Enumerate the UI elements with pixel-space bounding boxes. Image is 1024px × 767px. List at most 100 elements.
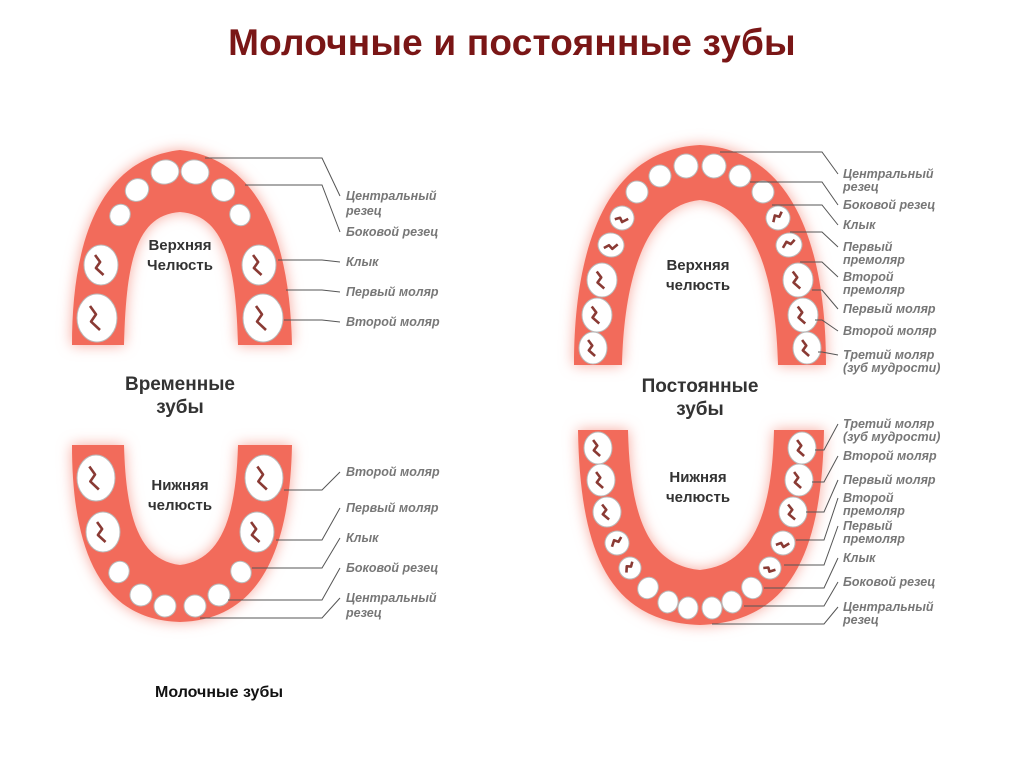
- permanent-lower-label-5-line-2: премоляр: [843, 532, 905, 546]
- primary-upper-tooth-9: [76, 293, 118, 343]
- permanent-upper-tooth-8: [765, 205, 791, 231]
- primary-upper-label-4-line-1: Первый моляр: [346, 285, 439, 299]
- primary-upper-tooth-6: [229, 203, 251, 227]
- primary-upper-tooth-7: [83, 244, 119, 286]
- permanent-upper-lead-1: [720, 151, 839, 175]
- permanent-upper-tooth-7: [609, 205, 635, 231]
- primary-upper-tooth-3: [124, 178, 150, 202]
- permanent-upper-label-8-line-2: (зуб мудрости): [843, 361, 940, 375]
- permanent-lower-label-4-line-1: Второй: [843, 491, 894, 505]
- primary-upper-label-1-line-1: Центральный: [346, 189, 437, 203]
- permanent-lower-tooth-3: [586, 463, 616, 497]
- permanent-upper-tooth-9: [597, 232, 625, 258]
- primary-group-label-line-2: зубы: [156, 397, 204, 418]
- primary-lower-lead-2: [276, 507, 341, 541]
- primary-upper-jaw-label-line-1: Верхняя: [148, 237, 211, 254]
- permanent-upper-label-2-line-1: Боковой резец: [843, 198, 935, 212]
- permanent-upper-lead-3: [772, 204, 839, 226]
- primary-lower-label-4-line-1: Боковой резец: [346, 561, 438, 575]
- permanent-lower-jaw-label-line-2: челюсть: [666, 489, 730, 506]
- primary-upper-label-3-line-1: Клык: [346, 255, 379, 269]
- permanent-lower-label-4-line-2: премоляр: [843, 504, 905, 518]
- permanent-lower-label-2-line-1: Второй моляр: [843, 449, 937, 463]
- permanent-lower-jaw-label-line-1: Нижняя: [669, 469, 726, 486]
- permanent-lower-tooth-13: [657, 590, 679, 614]
- permanent-upper-label-1-line-1: Центральный: [843, 167, 934, 181]
- permanent-lower-tooth-4: [784, 463, 814, 497]
- permanent-lower-tooth-16: [701, 596, 723, 620]
- permanent-upper-tooth-5: [625, 180, 649, 204]
- page-title: Молочные и постоянные зубы: [228, 22, 796, 63]
- permanent-upper-tooth-13: [581, 297, 613, 333]
- primary-lower-tooth-4: [239, 511, 275, 553]
- permanent-upper-lead-5: [800, 261, 839, 278]
- primary-upper-jaw-label-line-2: Челюсть: [147, 257, 213, 274]
- permanent-group-label-line-1: Постоянные: [642, 376, 759, 397]
- permanent-upper-jaw-label-line-1: Верхняя: [666, 257, 729, 274]
- primary-lower-lead-3: [252, 537, 341, 569]
- permanent-upper-label-4-line-2: премоляр: [843, 253, 905, 267]
- permanent-upper-tooth-15: [578, 331, 608, 365]
- primary-upper-tooth-8: [241, 244, 277, 286]
- permanent-upper-tooth-11: [586, 262, 618, 298]
- permanent-lower-lead-1: [815, 423, 839, 451]
- permanent-lower-label-7-line-1: Боковой резец: [843, 575, 935, 589]
- permanent-lower-tooth-8: [770, 530, 796, 556]
- primary-lower-label-5-line-1: Центральный: [346, 591, 437, 605]
- permanent-lower-lead-2: [812, 455, 839, 483]
- primary-upper-tooth-4: [210, 178, 236, 202]
- primary-lower-label-1-line-1: Второй моляр: [346, 465, 440, 479]
- permanent-upper-label-8-line-1: Третий моляр: [843, 348, 935, 362]
- permanent-upper-tooth-3: [648, 164, 672, 188]
- primary-lower-tooth-8: [207, 583, 231, 607]
- permanent-lower-label-1-line-2: (зуб мудрости): [843, 430, 940, 444]
- permanent-lower-lead-8: [712, 606, 839, 625]
- primary-lower-tooth-10: [183, 594, 207, 618]
- primary-lower-label-2-line-1: Первый моляр: [346, 501, 439, 515]
- permanent-lower-tooth-7: [604, 530, 630, 556]
- primary-lower-lead-5: [200, 597, 341, 619]
- permanent-lower-tooth-10: [758, 556, 782, 580]
- permanent-upper-tooth-4: [728, 164, 752, 188]
- primary-upper-tooth-1: [150, 159, 180, 185]
- permanent-lower-tooth-11: [637, 576, 659, 600]
- permanent-upper-tooth-1: [673, 153, 699, 179]
- primary-upper-label-2-line-1: Боковой резец: [346, 225, 438, 239]
- permanent-lower-tooth-2: [787, 431, 817, 465]
- primary-upper-tooth-5: [109, 203, 131, 227]
- permanent-group-label-line-2: зубы: [676, 399, 724, 420]
- primary-lower-tooth-7: [129, 583, 153, 607]
- permanent-lower-label-5-line-1: Первый: [843, 519, 893, 533]
- leader-lines-layer: [200, 151, 839, 625]
- permanent-lower-tooth-5: [592, 496, 622, 528]
- permanent-lower-tooth-6: [778, 496, 808, 528]
- permanent-upper-label-4-line-1: Первый: [843, 240, 893, 254]
- primary-upper-tooth-10: [242, 293, 284, 343]
- primary-lower-lead-1: [284, 471, 341, 491]
- primary-group-label-line-1: Временные: [125, 374, 235, 395]
- primary-lower-jaw-label-line-1: Нижняя: [151, 477, 208, 494]
- primary-lower-tooth-2: [244, 454, 284, 502]
- primary-upper-lead-4: [286, 289, 341, 293]
- permanent-lower-lead-4: [796, 497, 839, 541]
- permanent-lower-lead-6: [764, 557, 839, 589]
- permanent-lower-tooth-9: [618, 556, 642, 580]
- permanent-upper-jaw-label-line-2: челюсть: [666, 277, 730, 294]
- primary-lower-lead-4: [228, 567, 341, 601]
- permanent-upper-tooth-14: [787, 297, 819, 333]
- permanent-lower-tooth-12: [741, 576, 763, 600]
- primary-upper-lead-1: [205, 157, 341, 197]
- permanent-lower-tooth-14: [721, 590, 743, 614]
- permanent-upper-label-7-line-1: Второй моляр: [843, 324, 937, 338]
- permanent-lower-label-3-line-1: Первый моляр: [843, 473, 936, 487]
- permanent-upper-label-6-line-1: Первый моляр: [843, 302, 936, 316]
- permanent-upper-tooth-16: [792, 331, 822, 365]
- permanent-lower-label-1-line-1: Третий моляр: [843, 417, 935, 431]
- primary-lower-jaw-label-line-2: челюсть: [148, 497, 212, 514]
- teeth-layer: [76, 153, 822, 620]
- permanent-upper-label-5-line-2: премоляр: [843, 283, 905, 297]
- permanent-lower-lead-5: [784, 525, 839, 566]
- permanent-lower-label-8-line-1: Центральный: [843, 600, 934, 614]
- primary-lower-tooth-6: [230, 560, 252, 584]
- primary-upper-lead-5: [284, 319, 341, 323]
